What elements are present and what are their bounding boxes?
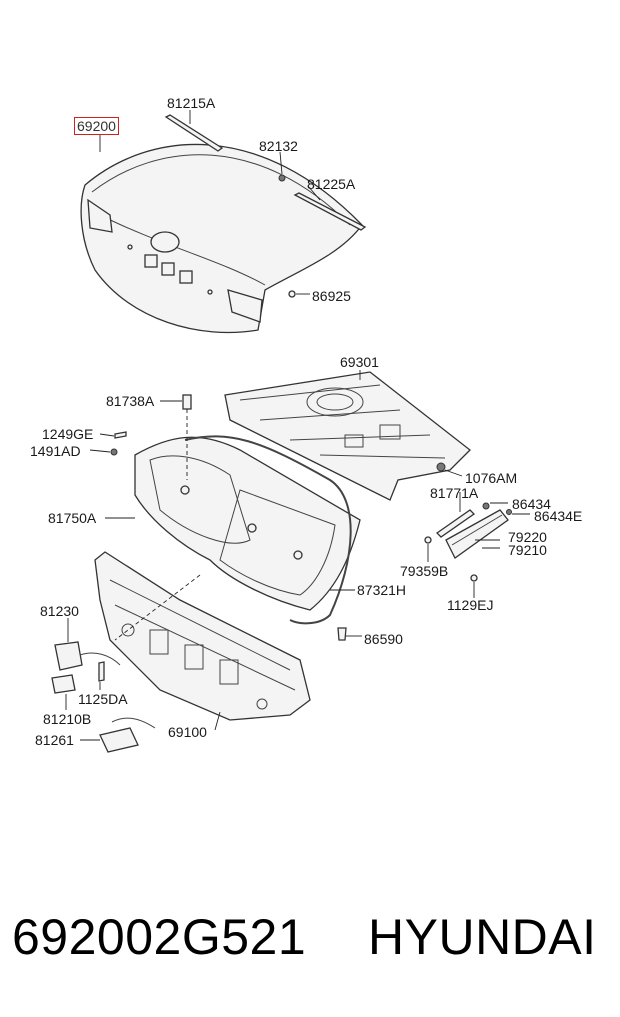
diagram-drawing <box>51 110 530 753</box>
trunk-liner <box>134 436 361 611</box>
label-82132[interactable]: 82132 <box>259 138 298 154</box>
label-87321H[interactable]: 87321H <box>357 582 407 598</box>
label-81225A[interactable]: 81225A <box>307 176 356 192</box>
parts-diagram: 69200 81215A 82132 81225A 86925 69301 81… <box>30 95 583 753</box>
label-79220[interactable]: 79220 <box>508 529 547 545</box>
brand-caption: HYUNDAI <box>368 909 597 965</box>
label-79210[interactable]: 79210 <box>508 542 547 558</box>
label-81771A[interactable]: 81771A <box>430 485 479 501</box>
label-1129EJ[interactable]: 1129EJ <box>447 597 494 613</box>
label-81230[interactable]: 81230 <box>40 603 79 619</box>
label-81261[interactable]: 81261 <box>35 732 74 748</box>
label-1125DA[interactable]: 1125DA <box>78 691 128 707</box>
label-86925[interactable]: 86925 <box>312 288 351 304</box>
label-69100[interactable]: 69100 <box>168 724 207 740</box>
label-86434[interactable]: 86434 <box>512 496 551 512</box>
label-81738A[interactable]: 81738A <box>106 393 155 409</box>
label-86590[interactable]: 86590 <box>364 631 403 647</box>
label-1491AD[interactable]: 1491AD <box>30 443 81 459</box>
label-1076AM[interactable]: 1076AM <box>465 470 518 486</box>
label-79359B[interactable]: 79359B <box>400 563 449 579</box>
label-69301[interactable]: 69301 <box>340 354 379 370</box>
label-81210B[interactable]: 81210B <box>43 711 92 727</box>
label-81750A[interactable]: 81750A <box>48 510 97 526</box>
back-panel <box>94 551 311 721</box>
label-86434E[interactable]: 86434E <box>534 508 583 524</box>
rear-floor-panel <box>224 371 471 501</box>
label-81215A[interactable]: 81215A <box>167 95 216 111</box>
label-1249GE[interactable]: 1249GE <box>42 426 94 442</box>
part-number-caption: 692002G521 <box>12 909 307 965</box>
label-69200[interactable]: 69200 <box>74 117 119 135</box>
trunk-lid <box>80 143 363 334</box>
